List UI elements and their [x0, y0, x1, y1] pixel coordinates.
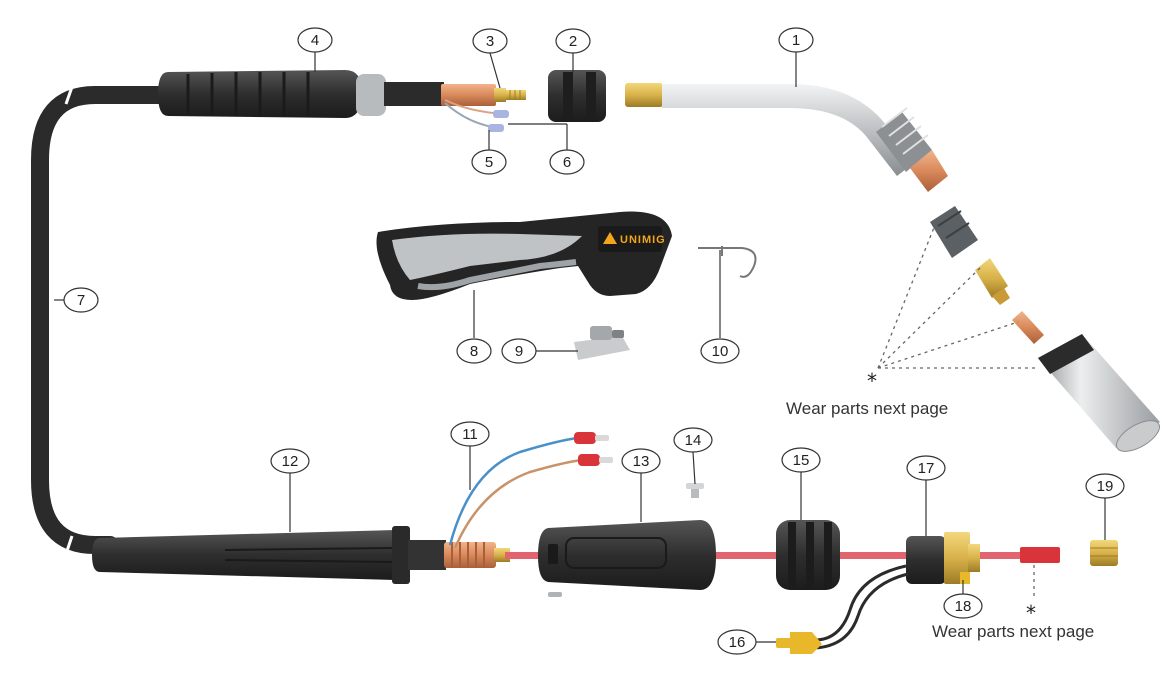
callout-1: 1 [778, 27, 814, 53]
handle-grip: UNIMIG [376, 211, 672, 300]
tip-holder [975, 258, 1010, 305]
swan-neck [625, 83, 948, 192]
liner-end [1020, 547, 1060, 563]
svg-text:12: 12 [282, 453, 299, 470]
callout-6: 6 [549, 149, 585, 175]
wear-parts-note-bottom: Wear parts next page [932, 622, 1094, 641]
brand-logo: UNIMIG [620, 234, 666, 246]
svg-text:8: 8 [470, 343, 478, 360]
svg-text:6: 6 [563, 154, 571, 171]
control-cable [776, 564, 909, 654]
svg-text:5: 5 [485, 154, 493, 171]
neck-adaptor-brass [494, 88, 526, 102]
callout-19: 19 [1085, 473, 1125, 499]
svg-text:14: 14 [685, 432, 702, 449]
callout-14: 14 [673, 427, 713, 453]
switch-wires [444, 99, 509, 132]
callout-15: 15 [781, 447, 821, 473]
callout-2: 2 [555, 28, 591, 54]
rear-cable-stub [408, 540, 446, 570]
power-cable [31, 86, 184, 555]
svg-text:9: 9 [515, 343, 523, 360]
cable-stub [384, 82, 444, 106]
svg-text:7: 7 [77, 292, 85, 309]
rear-connector-housing [538, 520, 716, 590]
gas-diffuser [930, 206, 978, 258]
brand-logo-panel [598, 226, 662, 252]
callout-7: 7 [63, 287, 99, 313]
svg-text:11: 11 [462, 426, 478, 443]
callout-13: 13 [621, 448, 661, 474]
callout-4: 4 [297, 27, 333, 53]
callout-3: 3 [472, 28, 508, 54]
screw [548, 592, 562, 597]
copper-adaptor [441, 84, 496, 106]
callout-17: 17 [906, 455, 946, 481]
hanging-hook [698, 246, 757, 278]
insulating-bush [1090, 540, 1118, 566]
euro-central-adaptor [906, 532, 980, 584]
svg-text:18: 18 [955, 598, 972, 615]
callout-16: 16 [717, 629, 757, 655]
callout-5: 5 [471, 149, 507, 175]
wear-parts-star-bottom: * [1026, 601, 1036, 625]
callout-10: 10 [700, 338, 740, 364]
trigger-switch [574, 326, 630, 360]
neck-nut [548, 70, 606, 122]
cable-support-spring [158, 70, 362, 118]
callout-18: 18 [943, 593, 983, 619]
brand-logo-icon [603, 232, 617, 244]
callout-12: 12 [270, 448, 310, 474]
svg-text:2: 2 [569, 33, 577, 50]
wear-parts-leaders [877, 224, 1035, 369]
contact-tip [1012, 311, 1044, 344]
wear-parts-note-top: Wear parts next page [786, 399, 948, 418]
rear-adaptor-spring [444, 542, 510, 568]
callout-11: 11 [450, 421, 490, 447]
neck-insulator [876, 107, 932, 172]
svg-text:13: 13 [633, 453, 650, 470]
svg-text:1: 1 [792, 32, 800, 49]
nozzle [1038, 334, 1160, 452]
svg-text:19: 19 [1097, 478, 1114, 495]
svg-text:3: 3 [486, 33, 494, 50]
retaining-screw [686, 483, 704, 498]
rear-cable-sleeve [92, 526, 410, 584]
svg-text:17: 17 [918, 460, 935, 477]
svg-text:16: 16 [729, 634, 746, 651]
callout-9: 9 [501, 338, 537, 364]
svg-text:4: 4 [311, 32, 319, 49]
gray-collar [356, 74, 386, 116]
callouts [54, 52, 1106, 643]
wear-parts-star-top: * [867, 369, 877, 393]
rear-locking-nut [776, 520, 840, 590]
callout-8: 8 [456, 338, 492, 364]
svg-text:15: 15 [793, 452, 810, 469]
control-wires [448, 432, 613, 549]
svg-text:10: 10 [712, 343, 729, 360]
